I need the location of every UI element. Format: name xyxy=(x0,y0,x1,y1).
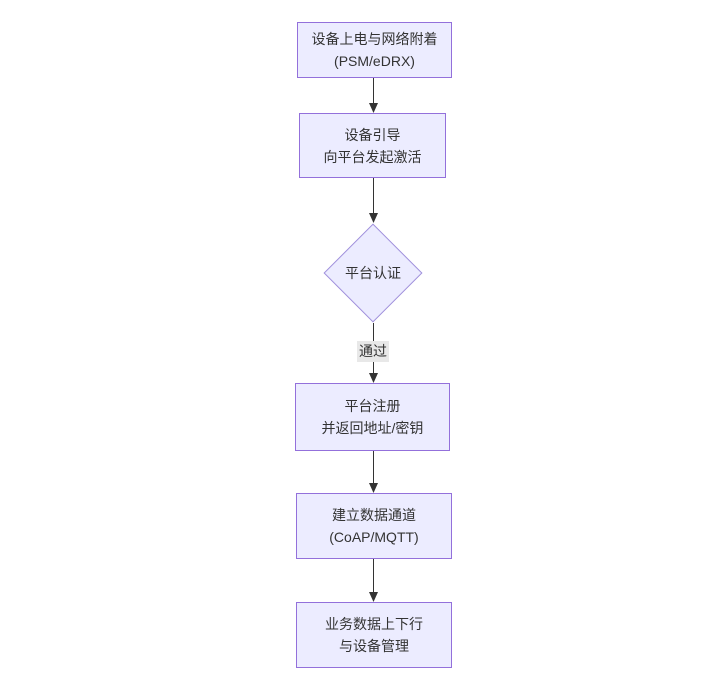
edge-arrow-down-icon xyxy=(369,559,378,602)
node-text-line: (PSM/eDRX) xyxy=(334,53,415,69)
node-text-line: 建立数据通道 xyxy=(332,507,416,523)
node-text-line: 业务数据上下行 xyxy=(325,616,423,632)
node-platform-auth-decision: 平台认证 xyxy=(323,223,423,323)
node-power-on-attach: 设备上电与网络附着 (PSM/eDRX) xyxy=(297,22,452,78)
node-text-line: 并返回地址/密钥 xyxy=(321,420,424,436)
node-text-line: 设备上电与网络附着 xyxy=(311,31,438,47)
node-platform-register: 平台注册 并返回地址/密钥 xyxy=(295,383,450,451)
node-text-line: 平台注册 xyxy=(344,398,401,414)
node-text-line: 向平台发起激活 xyxy=(323,148,422,165)
node-text-line: (CoAP/MQTT) xyxy=(329,529,419,545)
node-text-line: 与设备管理 xyxy=(339,638,409,654)
node-data-channel: 建立数据通道 (CoAP/MQTT) xyxy=(296,493,452,559)
node-device-bootstrap: 设备引导 向平台发起激活 xyxy=(299,113,446,178)
edge-arrow-down-icon xyxy=(369,78,378,113)
edge-label-pass: 通过 xyxy=(357,341,389,362)
node-text-line: 平台认证 xyxy=(345,265,401,281)
edge-arrow-down-icon xyxy=(369,178,378,223)
node-business-data: 业务数据上下行 与设备管理 xyxy=(296,602,452,668)
edge-arrow-down-icon xyxy=(369,451,378,493)
node-text-line: 设备引导 xyxy=(344,126,401,143)
